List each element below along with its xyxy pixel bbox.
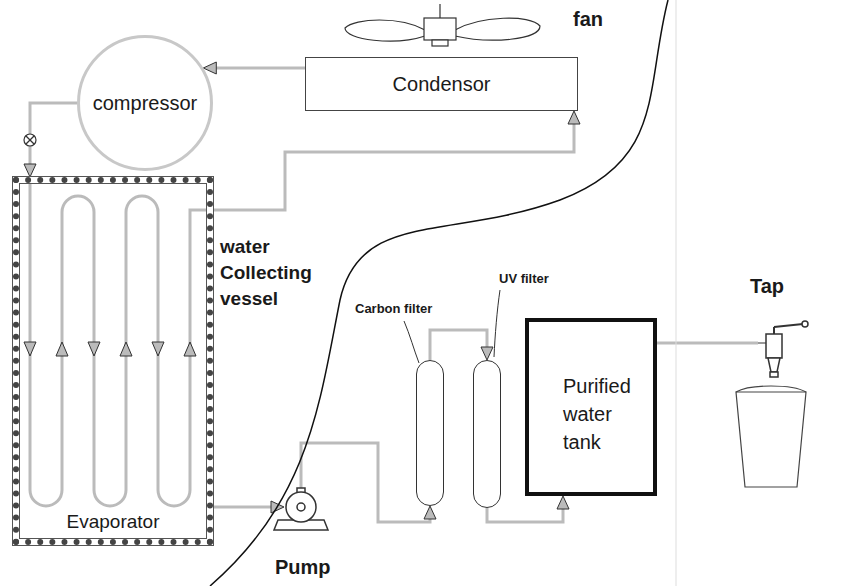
fan-label: fan — [573, 8, 603, 31]
evaporator-coil — [30, 183, 207, 506]
fan-symbol — [345, 4, 540, 46]
tap-symbol-shape — [770, 372, 778, 377]
expansion-valve — [24, 134, 36, 146]
evaporator-coil — [184, 342, 196, 356]
connector-line — [657, 342, 758, 345]
evaporator-coil — [24, 342, 36, 356]
fan-symbol — [432, 40, 448, 46]
tap-symbol-shape — [768, 358, 780, 372]
tap-symbol: Tap — [758, 322, 808, 378]
connector-line — [30, 103, 77, 164]
separator-curve — [210, 0, 668, 586]
expansion-valve — [26, 136, 34, 144]
tap-symbol-shape — [773, 327, 775, 334]
compressor-circle: compressor — [77, 35, 213, 171]
arrow-head — [481, 347, 493, 360]
flow-connector — [213, 501, 284, 513]
node-text: Purified water tank — [563, 372, 651, 456]
pump-symbol-shape — [286, 492, 316, 522]
node-text: Evaporator — [19, 511, 207, 533]
divider-line — [676, 0, 677, 586]
flow-connector — [213, 111, 580, 210]
vessel-label: water Collecting vessel — [220, 234, 335, 312]
evaporator-coil — [24, 183, 207, 506]
tap-symbol-shape — [758, 342, 766, 344]
connector-line — [213, 506, 271, 509]
evaporator-vessel: Evaporator — [13, 177, 213, 545]
arrow-head — [557, 496, 569, 509]
expansion-valve — [24, 134, 36, 146]
pump-symbol-shape — [297, 503, 305, 511]
node-text: Pump — [275, 556, 331, 579]
purified-water-tank: Purified water tank — [525, 318, 657, 496]
cup-symbol — [736, 386, 806, 487]
arrow-head — [24, 164, 36, 177]
pump-symbol-shape — [284, 490, 318, 524]
node-text: compressor — [93, 92, 197, 115]
divider-line — [676, 0, 677, 586]
arrow-head — [424, 506, 436, 519]
node-text: Carbon filter — [355, 301, 432, 316]
pump-symbol: Pump — [284, 490, 318, 524]
condensor-box: Condensor — [305, 57, 578, 111]
connector-line — [213, 124, 574, 210]
evaporator-coil — [152, 342, 164, 356]
connector-line — [301, 443, 430, 522]
flow-connector — [657, 343, 758, 344]
connector-line — [430, 330, 487, 360]
flow-connector — [203, 62, 305, 74]
evaporator-coil — [120, 342, 132, 356]
connector-line — [216, 67, 305, 70]
tap-symbol-shape — [802, 321, 808, 327]
node-text: UV filter — [499, 271, 549, 286]
arrow-head — [568, 111, 580, 124]
cup-symbol — [736, 386, 806, 392]
leader-line — [404, 290, 500, 363]
fan-symbol — [424, 18, 456, 40]
expansion-valve — [26, 136, 34, 144]
uv-filter-cylinder: UV filter — [473, 360, 501, 508]
fan-symbol — [345, 20, 425, 41]
flow-connector — [24, 103, 77, 177]
node-text: Tap — [750, 275, 784, 298]
tap-symbol-shape — [758, 322, 808, 378]
evaporator-coil — [24, 342, 196, 356]
leader-line — [494, 290, 500, 357]
fan-symbol — [455, 18, 540, 40]
node-text: Condensor — [393, 73, 491, 96]
carbon-filter-cylinder: Carbon filter — [416, 360, 444, 506]
flow-connector — [430, 330, 493, 360]
separator-curve — [210, 0, 668, 586]
tap-symbol-shape — [766, 334, 782, 358]
cup-symbol — [736, 392, 806, 487]
leader-line — [404, 321, 419, 363]
evaporator-coil — [56, 342, 68, 356]
evaporator-coil — [88, 342, 100, 356]
tap-symbol-shape — [774, 324, 803, 327]
connector-line — [487, 508, 563, 522]
